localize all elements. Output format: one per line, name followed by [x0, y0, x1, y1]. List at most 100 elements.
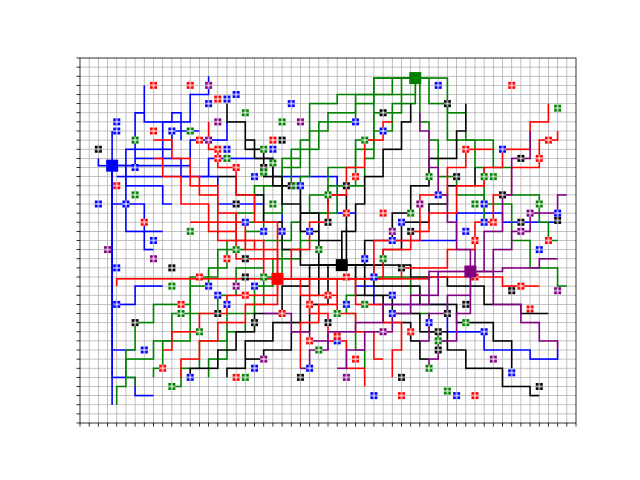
- terminal-notch: [508, 84, 516, 87]
- terminal-marker: [223, 95, 231, 103]
- terminal-notch: [113, 303, 121, 306]
- terminal-marker: [333, 337, 341, 345]
- terminal-marker: [499, 145, 507, 153]
- terminal-marker: [168, 282, 176, 290]
- terminal-notch: [434, 339, 442, 342]
- terminal-marker: [296, 118, 304, 126]
- terminal-marker: [241, 291, 249, 299]
- terminal-notch: [168, 385, 176, 388]
- terminal-notch: [122, 203, 130, 205]
- terminal-marker: [260, 168, 268, 176]
- terminal-notch: [554, 289, 562, 292]
- terminal-marker: [296, 182, 304, 190]
- terminal-notch: [407, 212, 415, 215]
- terminal-marker: [195, 136, 203, 144]
- terminal-marker: [214, 154, 222, 162]
- terminal-marker: [205, 136, 213, 144]
- terminal-notch: [306, 367, 314, 370]
- terminal-notch: [480, 203, 488, 205]
- terminal-marker: [554, 216, 562, 224]
- terminal-notch: [306, 230, 314, 233]
- terminal-notch: [251, 285, 259, 288]
- purple-hub: [464, 265, 477, 278]
- terminal-marker: [535, 200, 543, 208]
- terminal-notch: [177, 303, 185, 306]
- terminal-marker: [186, 127, 194, 135]
- route-line: [162, 278, 279, 351]
- terminal-notch: [269, 139, 277, 142]
- terminal-marker: [168, 264, 176, 272]
- terminal-marker: [223, 145, 231, 153]
- terminal-marker: [278, 310, 286, 317]
- terminal-marker: [544, 136, 552, 144]
- terminal-marker: [260, 273, 268, 281]
- terminal-notch: [251, 321, 259, 324]
- terminal-notch: [195, 139, 203, 142]
- terminal-notch: [443, 390, 451, 393]
- terminal-notch: [113, 130, 121, 132]
- route-line: [207, 121, 279, 279]
- terminal-marker: [140, 218, 148, 226]
- terminal-marker: [443, 100, 451, 108]
- terminal-marker: [205, 81, 213, 89]
- hubs: [106, 72, 477, 285]
- terminal-marker: [241, 373, 249, 381]
- terminal-notch: [517, 230, 525, 233]
- terminal-marker: [489, 218, 497, 226]
- terminal-notch: [517, 157, 525, 160]
- terminal-notch: [324, 221, 332, 224]
- terminal-marker: [251, 173, 259, 181]
- terminal-marker: [278, 118, 286, 126]
- terminal-notch: [554, 219, 562, 222]
- terminal-notch: [205, 84, 213, 87]
- terminal-marker: [352, 355, 360, 363]
- terminal-marker: [480, 328, 488, 336]
- terminal-notch: [379, 130, 387, 132]
- terminal-marker: [306, 227, 314, 235]
- terminal-marker: [388, 291, 396, 299]
- terminal-notch: [388, 230, 396, 233]
- terminal-marker: [379, 328, 387, 336]
- terminal-marker: [554, 209, 562, 217]
- terminal-marker: [517, 282, 525, 290]
- terminal-notch: [260, 148, 268, 151]
- terminal-marker: [260, 355, 268, 363]
- terminal-marker: [453, 392, 461, 400]
- terminal-notch: [388, 294, 396, 297]
- terminal-marker: [177, 310, 185, 317]
- terminal-notch: [508, 289, 516, 292]
- terminal-marker: [443, 310, 451, 317]
- terminal-marker: [434, 346, 442, 354]
- terminal-marker: [315, 246, 323, 254]
- terminal-notch: [535, 157, 543, 160]
- terminal-marker: [241, 109, 249, 117]
- terminal-notch: [352, 120, 360, 123]
- terminal-marker: [241, 255, 249, 263]
- terminal-notch: [278, 139, 286, 142]
- terminal-notch: [480, 330, 488, 333]
- terminal-notch: [251, 367, 259, 370]
- terminal-notch: [140, 221, 148, 224]
- terminal-notch: [214, 294, 222, 297]
- route-line: [419, 112, 472, 272]
- terminal-marker: [113, 264, 121, 272]
- terminal-marker: [149, 127, 157, 135]
- terminal-marker: [131, 319, 139, 327]
- terminal-notch: [443, 102, 451, 105]
- terminal-marker: [223, 255, 231, 263]
- terminal-notch: [278, 230, 286, 233]
- terminal-notch: [205, 285, 213, 288]
- terminal-marker: [508, 287, 516, 295]
- terminal-marker: [379, 127, 387, 135]
- terminal-notch: [342, 376, 350, 379]
- terminal-notch: [232, 203, 240, 205]
- terminal-marker: [241, 273, 249, 281]
- terminal-marker: [517, 218, 525, 226]
- terminal-notch: [397, 266, 405, 269]
- terminal-notch: [241, 376, 249, 379]
- terminal-marker: [554, 104, 562, 112]
- axis-ticks: [76, 57, 577, 427]
- terminal-marker: [388, 227, 396, 235]
- terminal-notch: [425, 175, 433, 178]
- terminal-marker: [361, 136, 369, 144]
